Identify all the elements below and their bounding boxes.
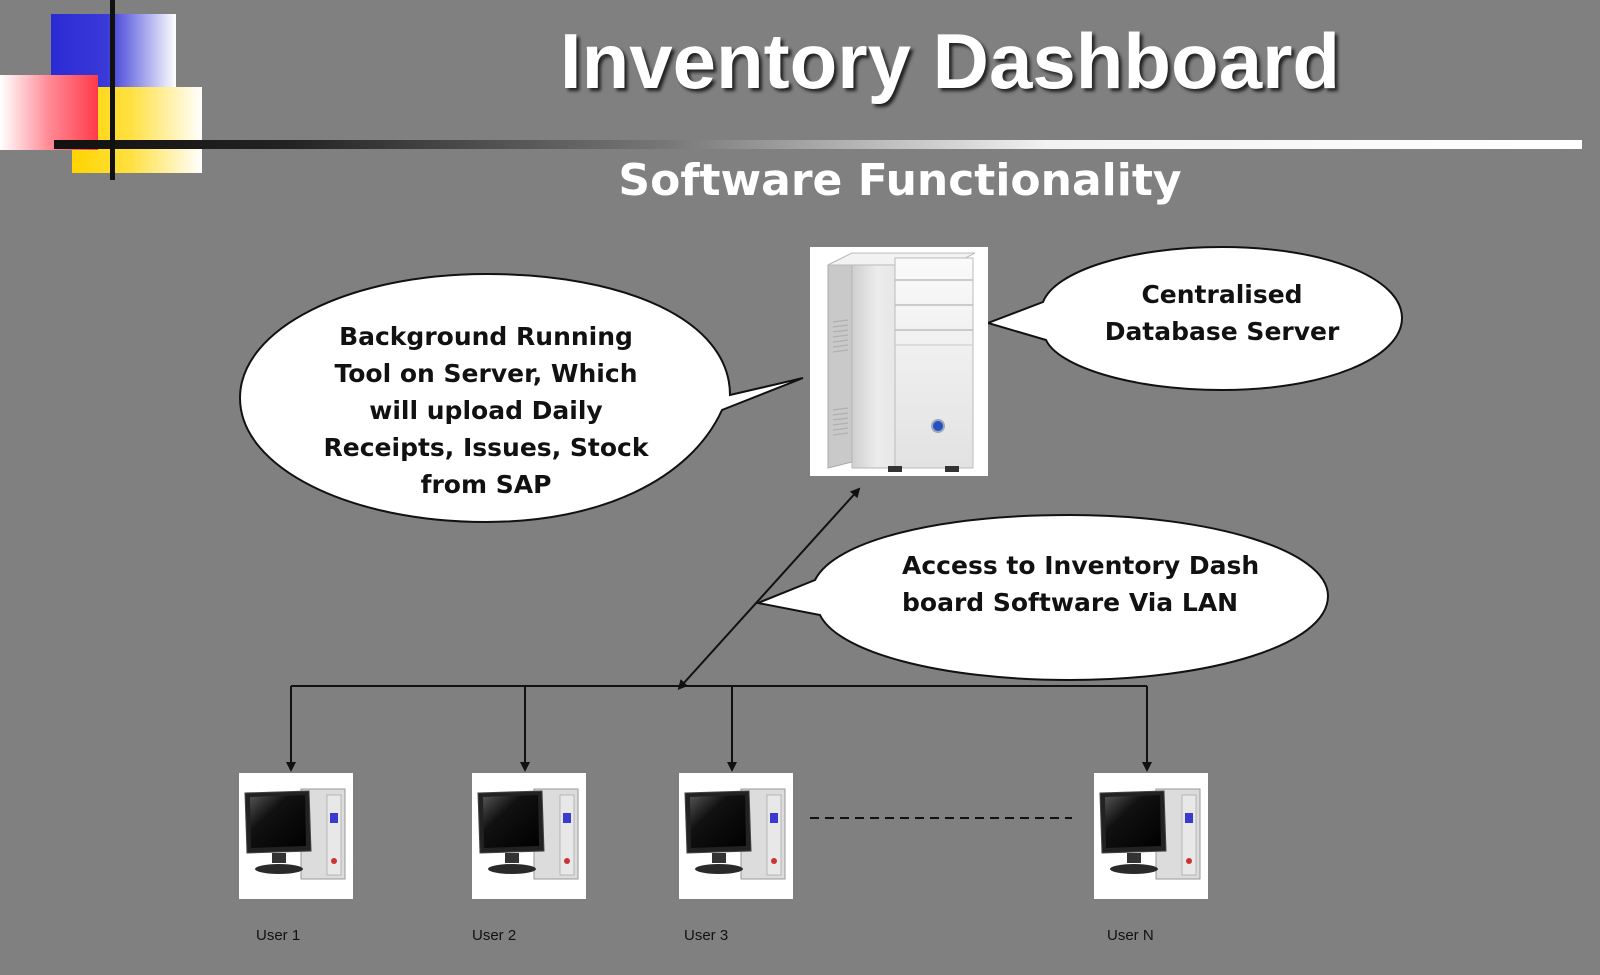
bubble-central-server (984, 245, 1404, 392)
bubble-line: from SAP (420, 470, 552, 499)
bubble-central-server-text: Centralised Database Server (1082, 276, 1362, 350)
desktop-computer-icon (238, 772, 354, 900)
user-label: User N (1107, 927, 1154, 944)
bubble-line: Database Server (1104, 317, 1340, 346)
bubble-line: board Software Via LAN (902, 588, 1239, 617)
bubble-background-tool-text: Background Running Tool on Server, Which… (296, 318, 676, 503)
desktop-computer-icon (471, 772, 587, 900)
user-label: User 3 (684, 927, 729, 944)
bubble-line: Tool on Server, Which (334, 359, 638, 388)
title-divider (54, 140, 1582, 149)
bubble-line: Centralised (1141, 280, 1303, 309)
bubble-line: Receipts, Issues, Stock (323, 433, 649, 462)
server-lan-arrow (677, 487, 861, 690)
desktop-computer-icon (678, 772, 794, 900)
bubble-background-tool (238, 272, 804, 524)
decor-vertical-line (110, 0, 115, 180)
bubble-lan-access-text: Access to Inventory Dash board Software … (902, 547, 1262, 621)
desktop-computer-icon (1093, 772, 1209, 900)
page-subtitle: Software Functionality (618, 155, 1182, 206)
bubble-line: will upload Daily (369, 396, 603, 425)
page-title: Inventory Dashboard (559, 17, 1341, 105)
decor-red-square (0, 75, 98, 150)
bubble-line: Access to Inventory Dash (902, 551, 1260, 580)
server-tower-icon (810, 247, 988, 476)
user-label: User 1 (256, 927, 301, 944)
user-label: User 2 (472, 927, 517, 944)
bubble-line: Background Running (339, 322, 633, 351)
